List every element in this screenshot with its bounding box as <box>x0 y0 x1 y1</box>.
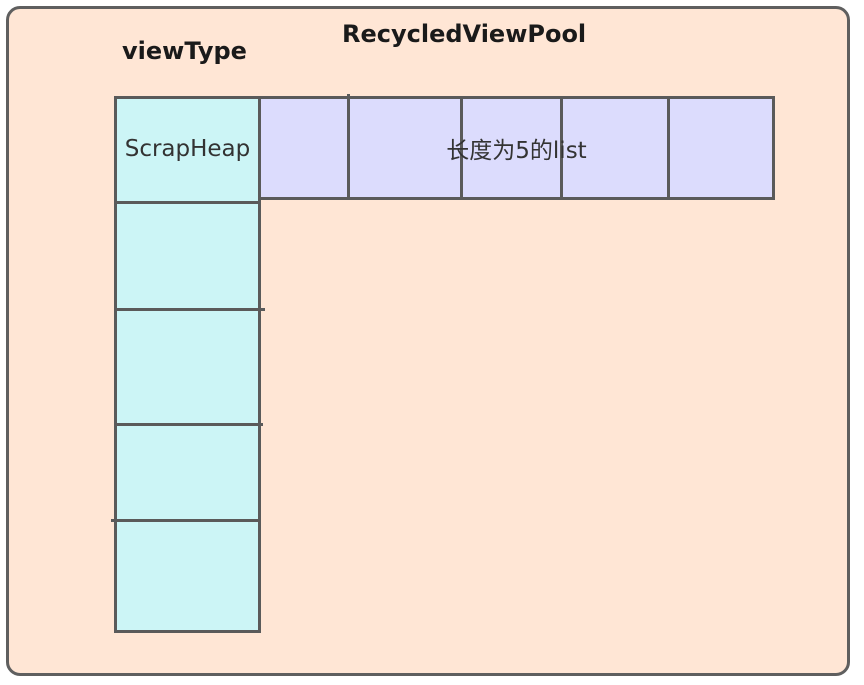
scrap-heap-label: ScrapHeap <box>124 136 251 162</box>
list-cell-divider <box>560 96 563 200</box>
scrap-heap-divider <box>111 519 261 522</box>
list-row <box>258 96 775 200</box>
scrap-heap-divider <box>114 423 263 426</box>
scrap-heap-column <box>114 96 261 633</box>
scrap-heap-divider <box>114 308 265 311</box>
scrap-heap-divider <box>114 201 261 204</box>
pool-title: RecycledViewPool <box>342 20 587 48</box>
list-cell-divider <box>667 96 670 200</box>
view-type-label: viewType <box>122 37 247 65</box>
list-cell-divider <box>460 96 463 200</box>
list-cell-divider <box>347 94 350 200</box>
